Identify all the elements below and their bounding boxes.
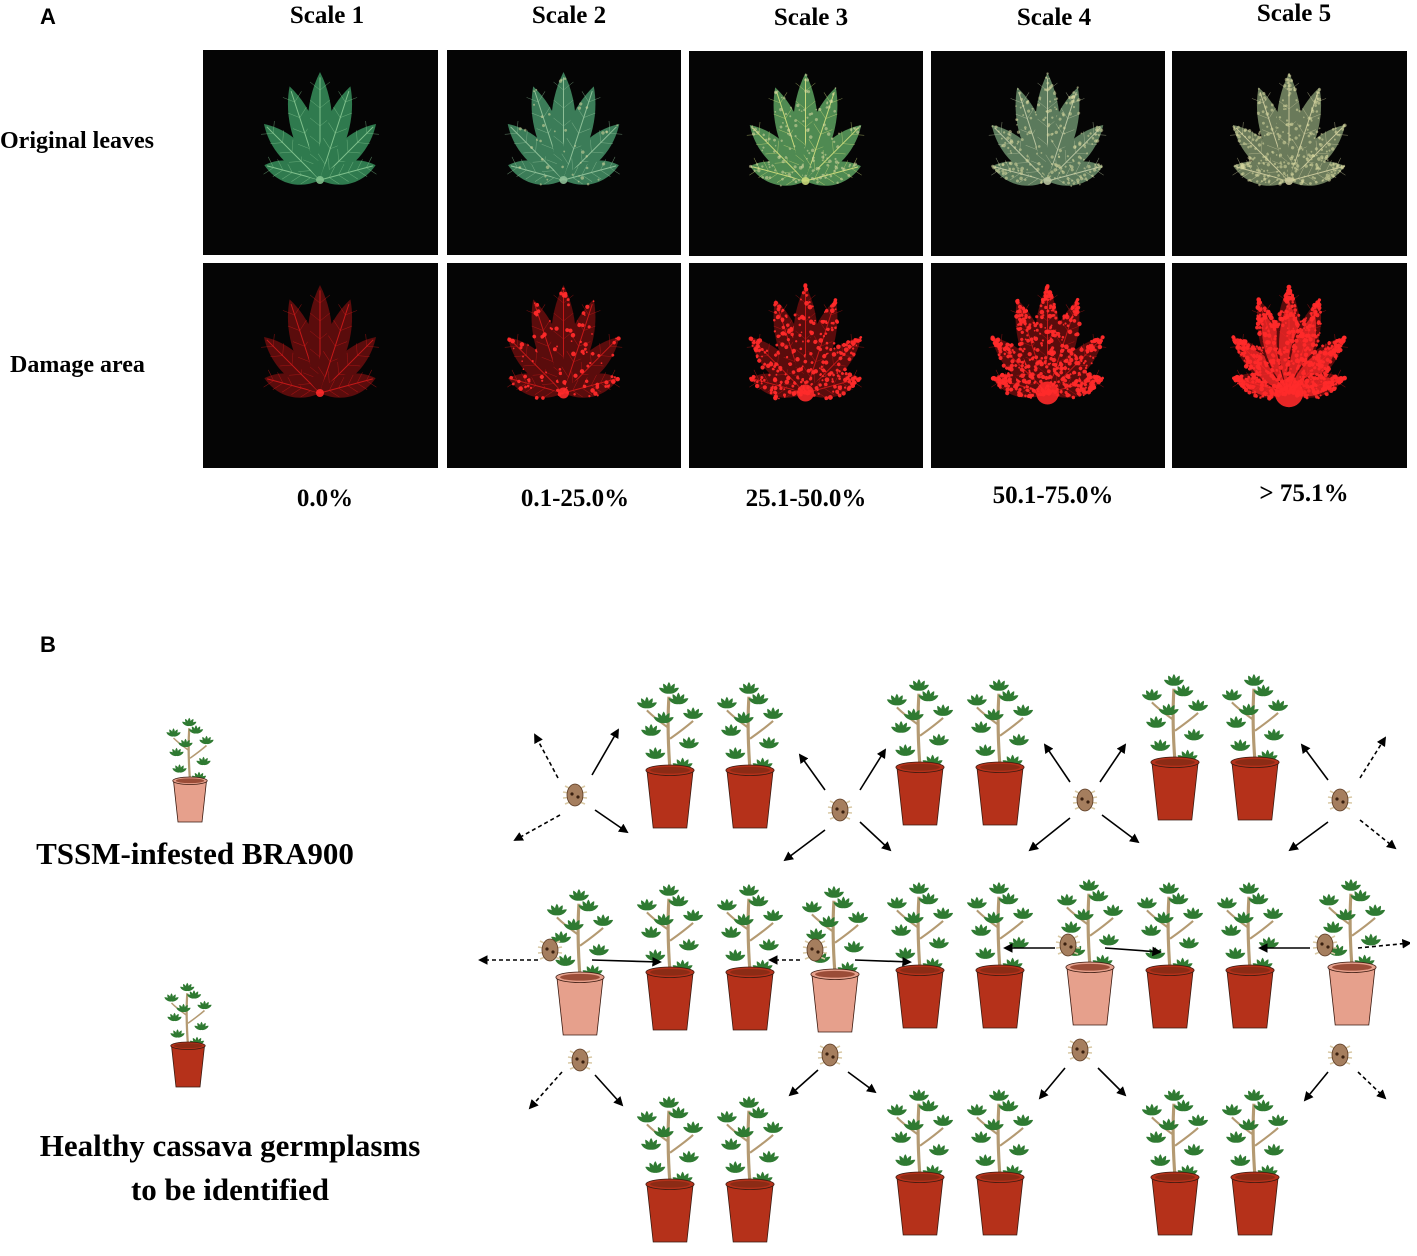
original-leaf-image [689,51,923,256]
arrow-icon [1028,817,1071,852]
arrow-icon [591,956,662,967]
arrow-icon [798,753,826,791]
healthy-plant-icon [886,679,954,826]
arrow-icon [783,829,826,862]
scale-1-percent: 0.0% [296,485,354,512]
original-leaf-image [203,50,438,255]
row-label-original-leaves: Original leaves [0,128,154,154]
scale-4-title: Scale 4 [1016,4,1092,31]
mite-spread-diagram [478,674,1410,1243]
dashed-arrow-icon [1359,819,1397,850]
arrow-icon [1038,1067,1066,1100]
dashed-arrow-icon [1357,1071,1387,1100]
panel-a-letter: A [40,4,56,29]
arrow-icon [1300,743,1329,781]
arrow-icon [1097,1067,1127,1097]
spider-mite-icon [1327,1043,1353,1067]
dashed-arrow-icon [534,733,559,779]
spider-mite-icon [1072,788,1098,812]
healthy-plant-icon [1216,882,1284,1029]
legend-healthy-plant-icon [164,982,212,1088]
scale-1-title: Scale 1 [289,2,365,29]
arrow-icon [591,728,619,776]
arrow-icon [847,1071,877,1094]
spider-mite-icon [562,783,588,807]
spider-mite-icon [1067,1038,1093,1062]
arrow-icon [1043,743,1071,783]
healthy-plant-icon [636,682,704,829]
scale-3-percent: 25.1-50.0% [745,485,867,512]
row-label-damage-area: Damage area [10,352,145,378]
spider-mite-icon [567,1048,593,1072]
legend-infested-plant-icon [166,717,214,823]
dashed-arrow-icon [513,814,561,841]
arrow-icon [859,748,887,791]
original-leaf-image [931,51,1165,256]
spider-mite-icon [827,798,853,822]
spider-mite-icon [1312,933,1338,957]
spider-mite-icon [817,1043,843,1067]
arrow-icon [594,809,629,834]
scale-2-percent: 0.1-25.0% [520,485,630,512]
scale-5-percent: > 75.1% [1259,480,1349,507]
healthy-plant-icon [636,884,704,1031]
arrow-icon [594,1074,624,1107]
spider-mite-icon [802,938,828,962]
spider-mite-icon [537,938,563,962]
arrow-icon [1303,1071,1329,1102]
spider-mite-icon [1055,933,1081,957]
original-leaf-image [447,50,681,255]
scale-5-title: Scale 5 [1256,0,1332,27]
infested-plant-icon [801,886,869,1033]
original-leaf-image [1172,51,1407,256]
damage-area-image [689,263,923,468]
healthy-plant-icon [886,1089,954,1236]
healthy-plant-icon [636,1096,704,1243]
legend-healthy-label-line1: Healthy cassava germplasms [39,1128,421,1163]
panel-b-letter: B [40,632,56,657]
infested-plant-icon [1056,879,1124,1026]
legend-infested-label: TSSM-infested BRA900 [36,836,354,871]
healthy-plant-icon [966,882,1034,1029]
infested-plant-icon [1318,879,1386,1026]
arrow-icon [1104,946,1162,957]
scale-3-title: Scale 3 [773,4,849,31]
healthy-plant-icon [1141,674,1209,821]
healthy-plant-icon [1221,1089,1289,1236]
healthy-plant-icon [1136,882,1204,1029]
healthy-plant-icon [886,882,954,1029]
damage-area-image [203,263,438,468]
scale-4-percent: 50.1-75.0% [992,482,1114,509]
healthy-plant-icon [966,1089,1034,1236]
arrow-icon [859,821,892,852]
arrow-icon [1101,814,1140,844]
healthy-plant-icon [716,682,784,829]
arrow-icon [1099,743,1127,783]
spider-mite-icon [1327,788,1353,812]
arrow-icon [788,1069,819,1097]
dashed-arrow-icon [1359,736,1387,779]
dashed-arrow-icon [1357,938,1410,949]
scale-2-title: Scale 2 [531,2,607,29]
damage-area-image [1172,263,1407,468]
damage-area-image [447,263,681,468]
arrow-icon [854,956,912,967]
legend-healthy-label-line2: to be identified [130,1172,330,1207]
healthy-plant-icon [966,679,1034,826]
dashed-arrow-icon [528,1071,563,1110]
healthy-plant-icon [1141,1089,1209,1236]
healthy-plant-icon [1221,674,1289,821]
arrow-icon [1288,821,1329,852]
healthy-plant-icon [716,884,784,1031]
infested-plant-icon [546,889,614,1036]
healthy-plant-icon [716,1096,784,1243]
damage-area-image [931,263,1165,468]
